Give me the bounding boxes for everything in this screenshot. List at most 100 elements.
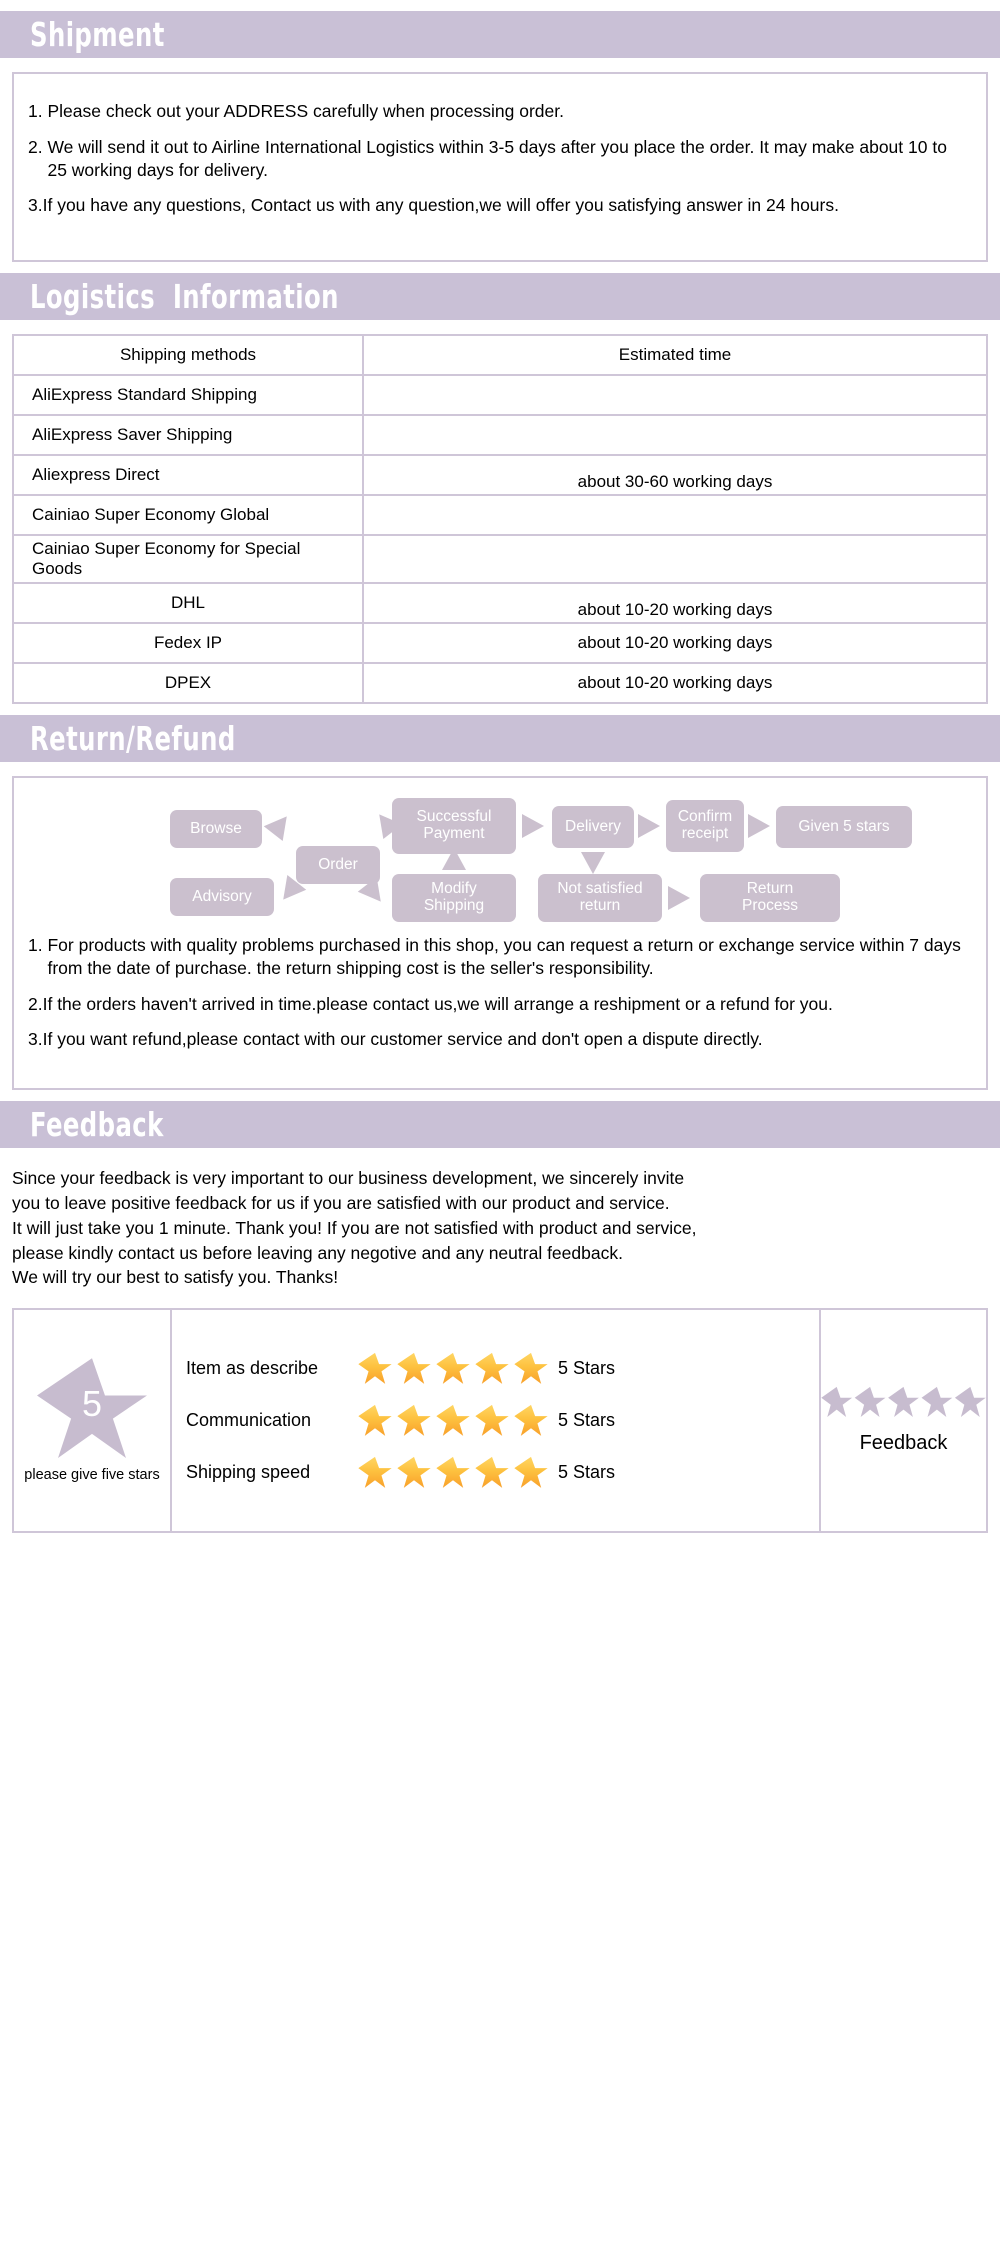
rating-count-label: 5 Stars: [558, 1462, 616, 1483]
flow-label-advisory: Advisory: [192, 887, 252, 905]
rating-star-row: [358, 1352, 548, 1385]
rating-label: Communication: [186, 1410, 312, 1431]
estimated-time-cell: [362, 534, 988, 584]
flow-node-modify-shipping: Modify Shipping: [392, 874, 516, 922]
flow-node-confirm-receipt: Confirm receipt: [666, 800, 744, 852]
flow-node-browse: Browse: [170, 810, 262, 848]
logistics-heading: Logistics Information: [30, 277, 339, 316]
gold-star-icon: [475, 1404, 509, 1436]
gold-star-icon: [514, 1456, 548, 1488]
gold-star-icon: [397, 1456, 431, 1488]
gold-star-icon: [436, 1352, 470, 1384]
rating-star-row: [358, 1404, 548, 1437]
rating-table-row: 5 please give five stars Item as describ…: [12, 1308, 988, 1534]
estimated-time-cell: about 10-20 working days: [362, 582, 988, 624]
gold-star-icon: [436, 1456, 470, 1488]
purple-star-icon: [821, 1386, 853, 1417]
feedback-stars-cell: Feedback: [819, 1308, 988, 1534]
shipping-method-cell: DHL: [12, 582, 364, 624]
flow-label-return-process: Return Process: [742, 880, 798, 914]
list-item: 1. For products with quality problems pu…: [28, 934, 970, 980]
list-item-text: If the orders haven't arrived in time.pl…: [42, 993, 833, 1014]
flow-label-browse: Browse: [190, 819, 242, 837]
table-row: Cainiao Super Economy Global: [12, 494, 988, 536]
section-header-logistics: Logistics Information: [0, 273, 1000, 320]
flow-arrow-modify-to-payment: [442, 848, 466, 870]
flow-label-confirm-receipt: Confirm receipt: [677, 808, 733, 842]
list-item-text: For products with quality problems purch…: [47, 935, 961, 978]
estimated-time-cell: [362, 374, 988, 416]
flow-node-successful-payment: Successful Payment: [392, 798, 516, 854]
gold-star-icon: [397, 1352, 431, 1384]
feedback-word-label: Feedback: [859, 1432, 948, 1455]
flow-arrow-delivery-to-notsatisfied: [581, 852, 605, 874]
rating-label: Item as describe: [186, 1358, 319, 1379]
give-five-stars-label: please give five stars: [24, 1467, 160, 1484]
estimated-time-cell: [362, 494, 988, 536]
shipping-method-cell: Fedex IP: [12, 622, 364, 664]
section-header-feedback: Feedback: [0, 1101, 1000, 1148]
gold-star-icon: [475, 1456, 509, 1488]
feedback-paragraph-line: We will try our best to satisfy you. Tha…: [12, 1267, 339, 1288]
shipment-panel: 1. Please check out your ADDRESS careful…: [12, 72, 988, 262]
list-item-number: 1.: [28, 101, 48, 121]
give-five-stars-cell: 5 please give five stars: [12, 1308, 172, 1534]
rating-row: Item as describe 5 Stars: [186, 1343, 813, 1395]
list-item-number: 2.: [28, 993, 43, 1014]
list-item-number: 1.: [28, 935, 48, 955]
shipment-list: 1. Please check out your ADDRESS careful…: [28, 100, 968, 217]
estimated-time-cell: about 10-20 working days: [362, 662, 988, 704]
flow-label-modify-shipping: Modify Shipping: [423, 880, 485, 914]
flow-label-given-5-stars: Given 5 stars: [798, 817, 890, 835]
table-row: AliExpress Standard Shipping: [12, 374, 988, 416]
feedback-paragraph-line: Since your feedback is very important to…: [12, 1168, 685, 1188]
shipping-method-cell: Cainiao Super Economy for Special Goods: [12, 534, 364, 584]
gold-star-icon: [514, 1404, 548, 1436]
flow-arrow-notsatisfied-to-process: [668, 886, 690, 910]
flow-node-delivery: Delivery: [552, 806, 634, 848]
column-header: Shipping methods: [12, 334, 364, 376]
shipment-heading: Shipment: [30, 15, 165, 54]
feedback-star-row: [821, 1386, 986, 1418]
gold-star-icon: [397, 1404, 431, 1436]
list-item-text: We will send it out to Airline Internati…: [47, 136, 947, 180]
rating-table: 5 please give five stars Item as describ…: [12, 1308, 988, 1534]
list-item-text: If you have any questions, Contact us wi…: [42, 195, 839, 216]
flow-node-not-satisfied-return: Not satisfied return: [538, 874, 662, 922]
flow-arrow-delivery-to-confirm: [638, 814, 660, 838]
flow-node-order: Order: [296, 846, 380, 884]
list-item: 2.If the orders haven't arrived in time.…: [28, 993, 970, 1016]
gold-star-icon: [475, 1352, 509, 1384]
feedback-heading: Feedback: [30, 1105, 164, 1144]
flow-arrow-payment-to-delivery: [522, 814, 544, 838]
purple-star-icon: [921, 1386, 953, 1417]
list-item-text: If you want refund,please contact with o…: [42, 1029, 763, 1050]
rating-star-row: [358, 1456, 548, 1489]
big-star-icon: 5: [37, 1358, 147, 1463]
rating-count-label: 5 Stars: [558, 1410, 616, 1431]
list-item: 1. Please check out your ADDRESS careful…: [28, 100, 968, 123]
list-item-text: Please check out your ADDRESS carefully …: [47, 101, 564, 121]
flow-label-delivery: Delivery: [565, 817, 621, 835]
flow-label-not-satisfied-return: Not satisfied return: [557, 880, 643, 914]
gold-star-icon: [436, 1404, 470, 1436]
flow-node-advisory: Advisory: [170, 878, 274, 916]
flow-node-given-5-stars: Given 5 stars: [776, 806, 912, 848]
purple-star-icon: [888, 1386, 919, 1417]
flow-label-order: Order: [318, 855, 358, 873]
rating-count-label: 5 Stars: [558, 1358, 616, 1379]
flow-node-return-process: Return Process: [700, 874, 840, 922]
flow-arrow-confirm-to-stars: [748, 814, 770, 838]
big-star-number: 5: [81, 1383, 103, 1425]
list-item: 3.If you have any questions, Contact us …: [28, 194, 968, 217]
estimated-time-cell: about 30-60 working days: [362, 454, 988, 496]
list-item-number: 3.: [28, 1029, 43, 1050]
gold-star-icon: [358, 1404, 392, 1436]
